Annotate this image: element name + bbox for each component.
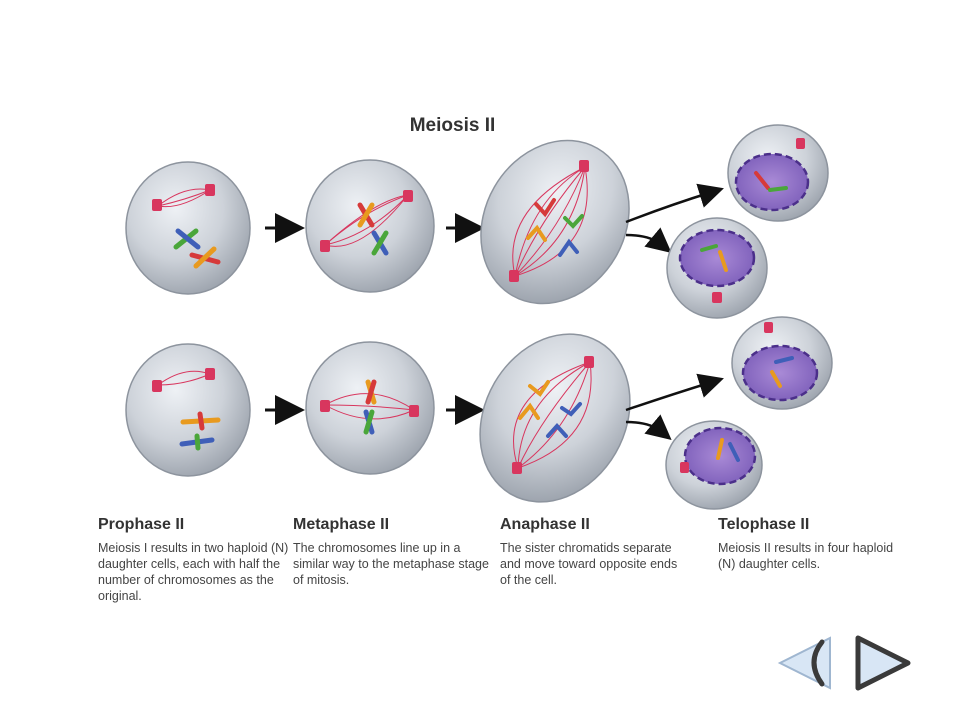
stage-title: Telophase II <box>718 516 810 533</box>
arrow-bottom-3a <box>625 373 724 412</box>
arrow-bottom-3b <box>625 414 672 440</box>
telophase-cell-top-b <box>666 217 768 319</box>
metaphase-cell-bottom <box>305 341 435 475</box>
stage-metaphase: Metaphase II The chromosomes line up in … <box>293 516 493 588</box>
stage-description: Meiosis II results in four haploid (N) d… <box>718 541 894 571</box>
stage-prophase: Prophase II Meiosis I results in two hap… <box>98 516 298 604</box>
stage-title: Prophase II <box>98 516 185 533</box>
stage-anaphase: Anaphase II The sister chromatids separa… <box>500 516 685 588</box>
stage-telophase: Telophase II Meiosis II results in four … <box>718 516 903 572</box>
telophase-cell-bottom-b <box>665 420 763 510</box>
prophase-cell-top <box>125 161 251 295</box>
stage-description: Meiosis I results in two haploid (N) dau… <box>98 541 289 603</box>
anaphase-cell-bottom <box>479 333 631 503</box>
arrow-top-3a <box>625 183 724 224</box>
telophase-cell-top-a <box>727 124 829 222</box>
metaphase-cell-top <box>305 159 435 293</box>
stage-title: Metaphase II <box>293 516 390 533</box>
forward-arrow-icon <box>855 635 911 691</box>
anaphase-cell-top <box>480 139 630 305</box>
back-button[interactable] <box>776 634 834 692</box>
stage-description: The chromosomes line up in a similar way… <box>293 541 489 587</box>
stage-description: The sister chromatids separate and move … <box>500 541 678 587</box>
back-arrow-icon <box>777 636 831 690</box>
forward-button[interactable] <box>852 632 914 694</box>
diagram-title: Meiosis II <box>409 115 496 136</box>
arrow-top-3b <box>625 227 672 253</box>
stage-title: Anaphase II <box>500 516 590 533</box>
telophase-cell-bottom-a <box>731 316 833 410</box>
prophase-cell-bottom <box>125 343 251 477</box>
